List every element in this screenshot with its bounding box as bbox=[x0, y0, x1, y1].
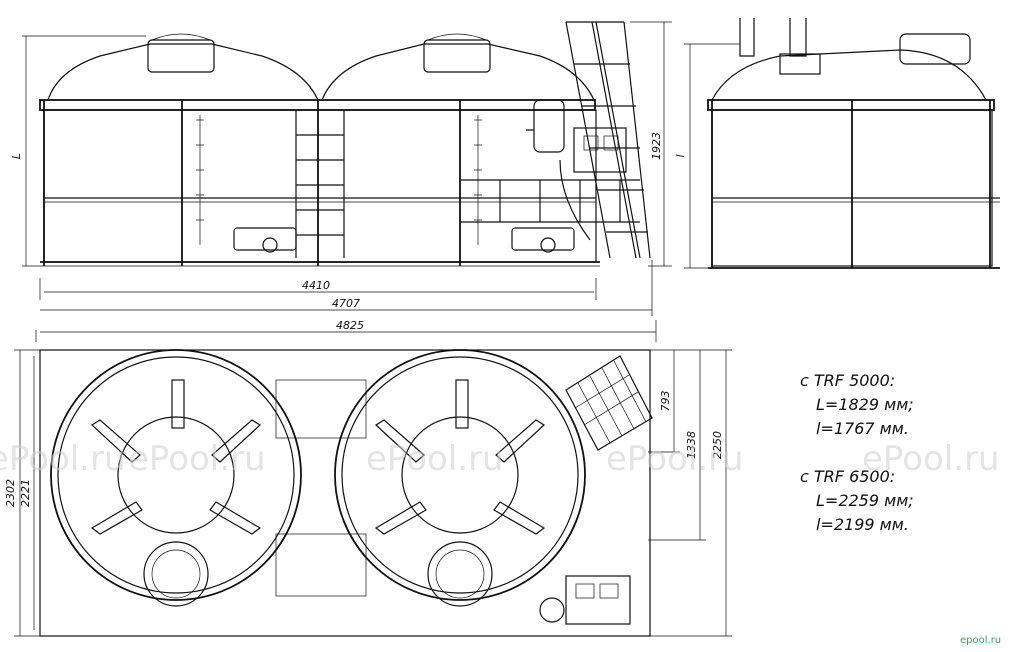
tank2-lid-top bbox=[427, 33, 487, 41]
variant-2-model: с TRF 6500: bbox=[800, 467, 895, 486]
side-top-rail bbox=[707, 99, 995, 111]
watermark-2: ePool.ru bbox=[128, 439, 266, 479]
dim-front-outer: 4707 bbox=[332, 297, 360, 310]
dim-side-height: l bbox=[674, 154, 687, 157]
variant-2-l: l=2199 мм. bbox=[816, 515, 909, 534]
watermark-4: ePool.ru bbox=[606, 439, 744, 479]
front-frame bbox=[43, 109, 597, 263]
dim-plan-d3: 2250 bbox=[711, 431, 724, 459]
filter-pipe bbox=[526, 129, 591, 241]
side-dome bbox=[711, 49, 987, 101]
site-logo: epool.ru bbox=[960, 635, 1001, 646]
tank1-dome bbox=[47, 43, 319, 101]
pump-1 bbox=[233, 227, 297, 251]
watermark-5: ePool.ru bbox=[862, 439, 1000, 479]
tank1-plan-center bbox=[117, 416, 235, 534]
dim-plan-outer: 2302 bbox=[4, 479, 17, 507]
variant-notes: с TRF 5000: L=1829 мм; l=1767 мм. с TRF … bbox=[800, 371, 914, 534]
front-elevation: 4410 4707 4825 L 1923 bbox=[10, 21, 672, 342]
tank1-lid-top bbox=[151, 33, 211, 41]
side-lid bbox=[899, 33, 971, 65]
watermark-3: ePool.ru bbox=[366, 439, 504, 479]
top-grating bbox=[275, 379, 367, 439]
tank1-lid bbox=[147, 39, 215, 73]
dim-total-width: 4825 bbox=[336, 319, 364, 332]
front-ladder bbox=[295, 110, 345, 258]
variant-1-l: l=1767 мм. bbox=[816, 419, 909, 438]
side-ladder-hooks bbox=[739, 18, 807, 57]
dim-plan-d1: 793 bbox=[659, 391, 672, 412]
plan-outline bbox=[39, 349, 651, 637]
tank1-plan-outer bbox=[50, 349, 302, 601]
variant-2-L: L=2259 мм; bbox=[816, 491, 914, 510]
tank2-dome bbox=[321, 43, 595, 101]
variant-1-model: с TRF 5000: bbox=[800, 371, 895, 390]
pump-2 bbox=[511, 227, 575, 251]
variant-1-L: L=1829 мм; bbox=[816, 395, 914, 414]
plan-ladder-grid bbox=[565, 355, 653, 451]
tank1-plan-hatch bbox=[143, 541, 209, 607]
control-box bbox=[573, 127, 627, 173]
tank2-lid bbox=[423, 39, 491, 73]
side-ladder-top bbox=[779, 53, 821, 75]
dim-front-inner: 4410 bbox=[302, 279, 330, 292]
bottom-grating bbox=[275, 533, 367, 597]
front-step-frame bbox=[460, 179, 640, 223]
dim-plan-inner: 2221 bbox=[19, 479, 32, 507]
tank2-plan-outer bbox=[334, 349, 586, 601]
dim-side-height-value: 1923 bbox=[650, 132, 663, 160]
tank1-ribs bbox=[90, 379, 262, 535]
dim-front-height: L bbox=[10, 153, 23, 159]
plan-equipment bbox=[565, 575, 631, 625]
filter-unit bbox=[533, 99, 565, 153]
watermarks: ePool.ru ePool.ru ePool.ru ePool.ru ePoo… bbox=[0, 439, 1000, 479]
side-elevation: l bbox=[674, 18, 1000, 269]
tank2-plan-hatch bbox=[427, 541, 493, 607]
service-ladder bbox=[565, 21, 651, 259]
watermark-1: ePool.ru bbox=[0, 439, 126, 479]
tank2-plan-center bbox=[401, 416, 519, 534]
plan-view: 2302 2221 793 1338 2250 bbox=[4, 349, 732, 637]
tank2-ribs bbox=[374, 379, 546, 535]
dim-plan-d2: 1338 bbox=[685, 431, 698, 459]
